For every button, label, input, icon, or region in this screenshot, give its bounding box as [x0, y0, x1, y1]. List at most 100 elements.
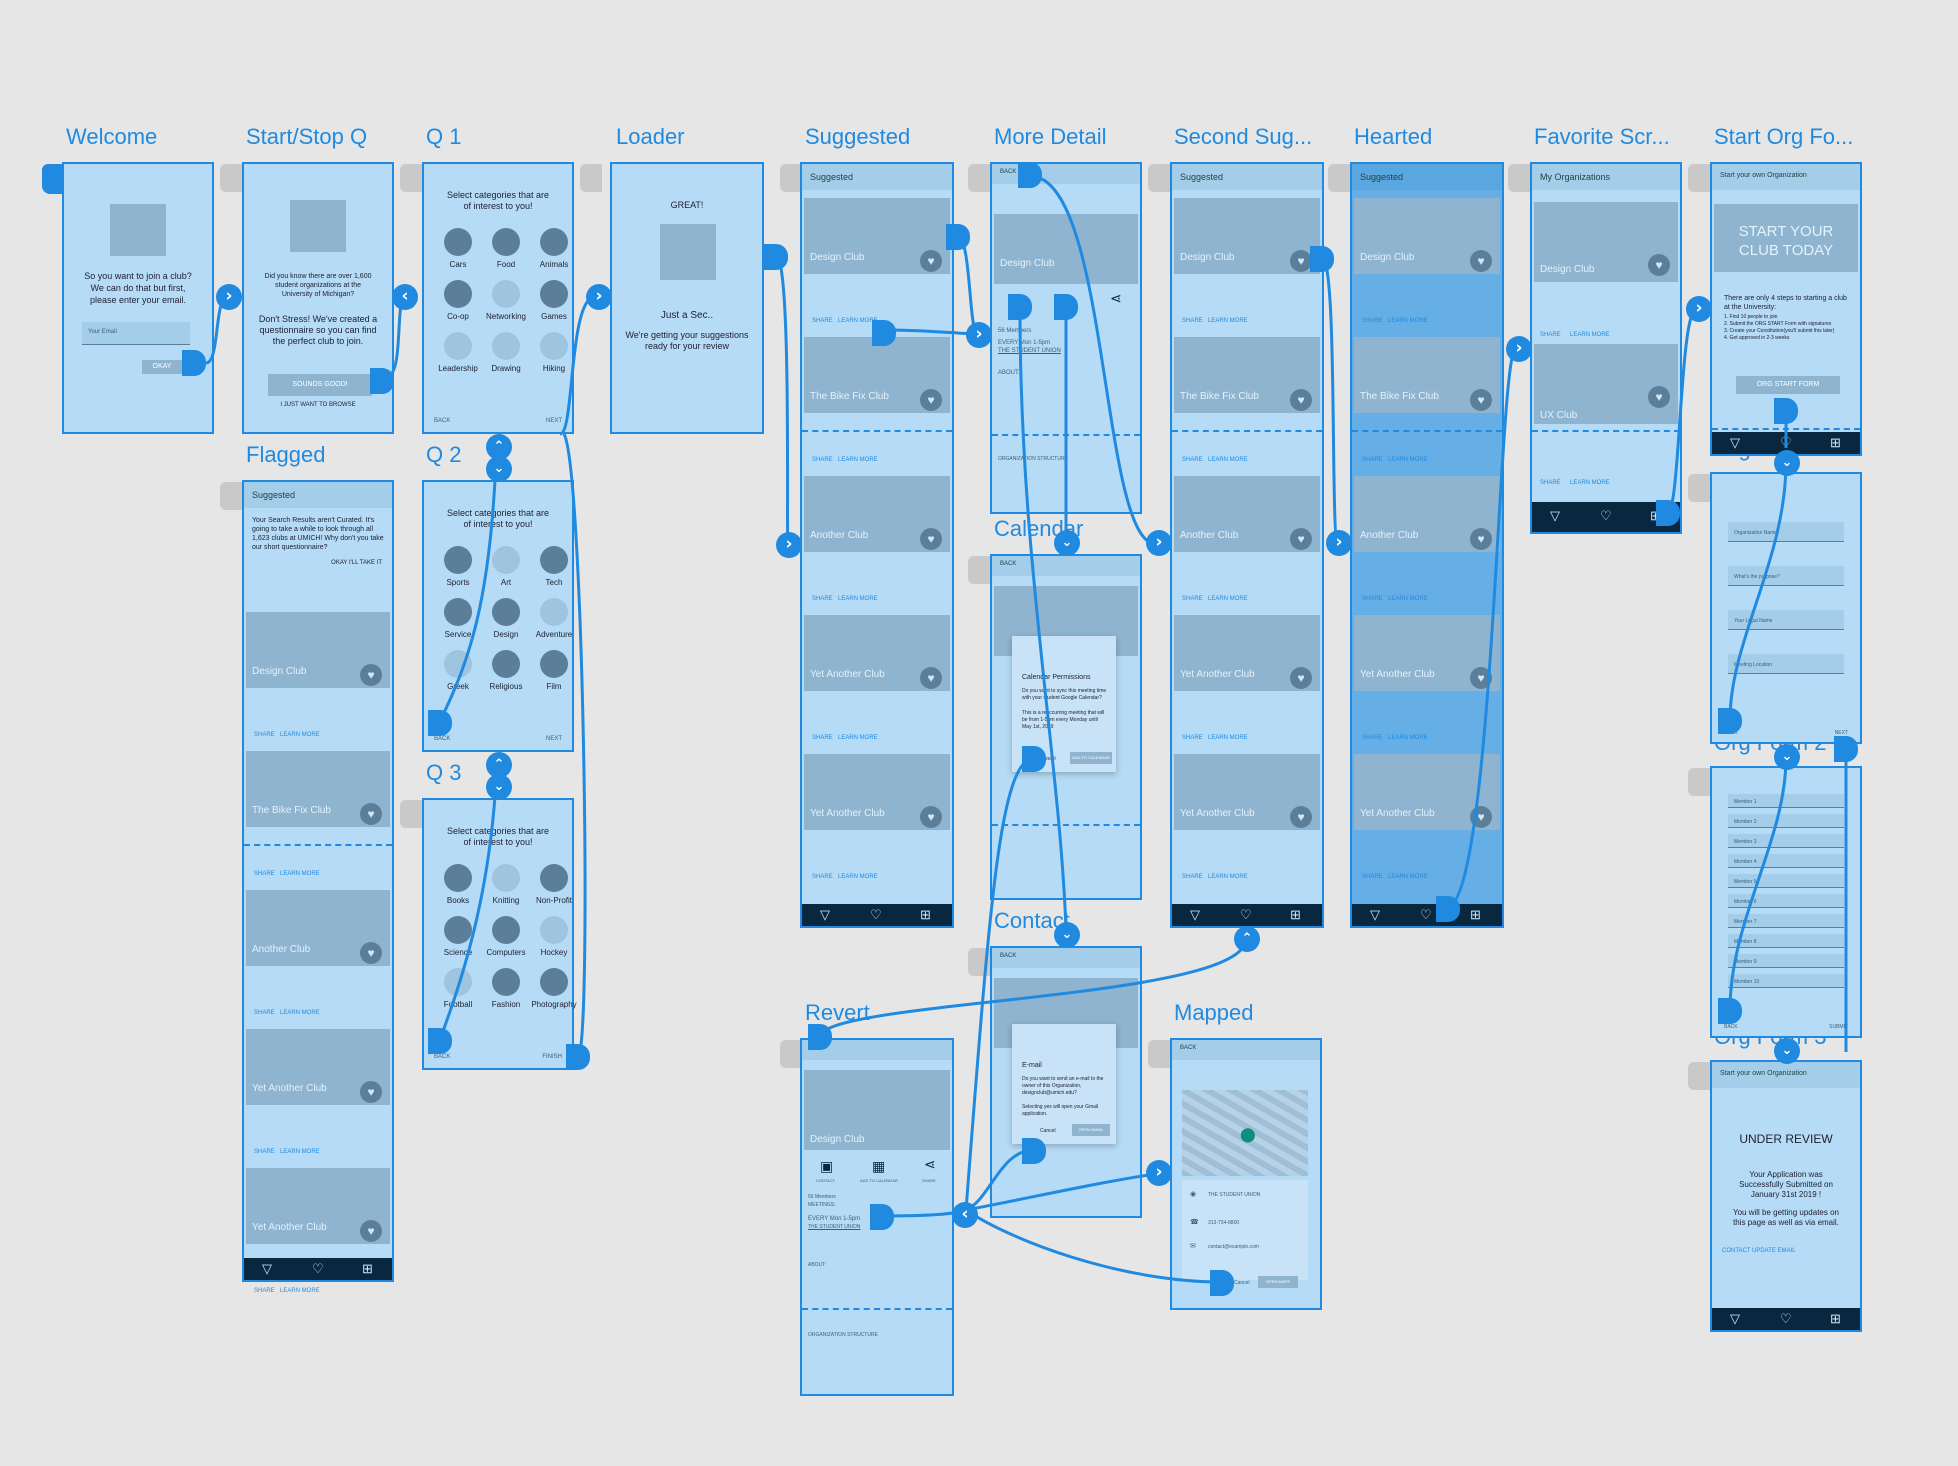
share-link[interactable]: SHARE — [254, 732, 275, 738]
open-gmail-button[interactable]: OPEN GMAIL — [1072, 1124, 1110, 1136]
heart-icon[interactable]: ♥ — [1290, 528, 1312, 550]
artboard-tab[interactable] — [968, 556, 990, 584]
learn-more-link[interactable]: LEARN MORE — [1388, 874, 1428, 880]
form-field[interactable]: Member 5 — [1728, 874, 1844, 888]
form-field[interactable]: Meeting Location — [1728, 654, 1844, 674]
learn-more-link[interactable]: LEARN MORE — [838, 735, 878, 741]
category-check-icon[interactable] — [444, 332, 472, 360]
form-field[interactable]: Member 10 — [1728, 974, 1844, 988]
back-bar[interactable]: BACK — [1172, 1040, 1320, 1060]
share-link[interactable]: SHARE — [1362, 457, 1383, 463]
learn-more-link[interactable]: LEARN MORE — [280, 1288, 320, 1294]
learn-more-link[interactable]: LEARN MORE — [1208, 874, 1248, 880]
heart-icon[interactable]: ♥ — [1648, 386, 1670, 408]
share-link[interactable]: SHARE — [1540, 332, 1561, 338]
favorites-icon[interactable]: ♡ — [1600, 508, 1612, 523]
chevron-down-icon[interactable]: ⌄ — [1054, 922, 1080, 948]
share-link[interactable]: SHARE — [1182, 874, 1203, 880]
heart-icon[interactable]: ♥ — [1648, 254, 1670, 276]
next-button[interactable]: NEXT — [545, 736, 562, 742]
chevron-right-icon[interactable]: › — [1146, 530, 1172, 556]
form-field[interactable]: Member 4 — [1728, 854, 1844, 868]
artboard-title-q2[interactable]: Q 2 — [426, 442, 462, 467]
browse-link[interactable]: I JUST WANT TO BROWSE — [280, 402, 356, 408]
heart-icon[interactable]: ♥ — [360, 803, 382, 825]
learn-more-link[interactable]: LEARN MORE — [1208, 596, 1248, 602]
heart-icon[interactable]: ♥ — [360, 1220, 382, 1242]
share-link[interactable]: SHARE — [1182, 735, 1203, 741]
share-link[interactable]: SHARE — [1182, 318, 1203, 324]
learn-more-link[interactable]: LEARN MORE — [1208, 457, 1248, 463]
favorites-icon[interactable]: ♡ — [870, 907, 882, 922]
chevron-up-icon[interactable]: ⌃ — [486, 752, 512, 778]
chevron-right-icon[interactable]: › — [776, 532, 802, 558]
link-hotspot[interactable] — [1656, 500, 1680, 526]
learn-more-link[interactable]: LEARN MORE — [1388, 457, 1428, 463]
chevron-left-icon[interactable]: ‹ — [952, 1202, 978, 1228]
link-hotspot[interactable] — [566, 1044, 590, 1070]
sounds-good-button[interactable]: SOUNDS GOOD! — [268, 374, 372, 396]
share-link[interactable]: SHARE — [254, 1149, 275, 1155]
chevron-down-icon[interactable]: ⌄ — [486, 456, 512, 482]
link-hotspot[interactable] — [1774, 398, 1798, 424]
category-check-icon[interactable] — [444, 546, 472, 574]
back-button[interactable]: BACK — [434, 418, 451, 424]
share-link[interactable]: SHARE — [812, 318, 833, 324]
back-label[interactable]: BACK — [1000, 169, 1017, 175]
artboard-tab[interactable] — [42, 164, 62, 194]
learn-more-link[interactable]: LEARN MORE — [1388, 318, 1428, 324]
back-bar[interactable]: BACK — [992, 556, 1140, 576]
artboard-tab[interactable] — [1688, 1062, 1710, 1090]
heart-icon[interactable]: ♥ — [360, 1081, 382, 1103]
learn-more-link[interactable]: LEARN MORE — [1208, 318, 1248, 324]
phone-number[interactable]: 313-734-8800 — [1208, 1220, 1240, 1226]
learn-more-link[interactable]: LEARN MORE — [280, 732, 320, 738]
okay-button[interactable]: OKAY — [142, 360, 182, 374]
form-field[interactable]: Your Legal Name — [1728, 610, 1844, 630]
heart-icon[interactable]: ♥ — [920, 250, 942, 272]
filter-icon[interactable]: ▽ — [1370, 907, 1380, 922]
artboard-title-hearted[interactable]: Hearted — [1354, 124, 1433, 149]
link-hotspot[interactable] — [1436, 896, 1460, 922]
chevron-down-icon[interactable]: ⌄ — [1774, 1038, 1800, 1064]
chevron-down-icon[interactable]: ⌄ — [1774, 744, 1800, 770]
screen-more-detail[interactable]: BACK Design Club ▣ ▦ ⋖ 56 Members EVERY … — [990, 162, 1142, 514]
artboard-tab[interactable] — [968, 948, 990, 976]
link-hotspot[interactable] — [808, 1024, 832, 1050]
artboard-tab[interactable] — [1328, 164, 1350, 192]
learn-more-link[interactable]: LEARN MORE — [280, 1010, 320, 1016]
category-check-icon[interactable] — [492, 598, 520, 626]
learn-more-link[interactable]: LEARN MORE — [280, 871, 320, 877]
screen-loader[interactable]: GREAT! Just a Sec.. We're getting your s… — [610, 162, 764, 434]
heart-icon[interactable]: ♥ — [1290, 667, 1312, 689]
link-hotspot[interactable] — [1310, 246, 1334, 272]
learn-more-link[interactable]: LEARN MORE — [838, 318, 878, 324]
category-check-icon[interactable] — [444, 916, 472, 944]
category-check-icon[interactable] — [540, 864, 568, 892]
link-hotspot[interactable] — [1022, 1138, 1046, 1164]
open-maps-button[interactable]: OPEN MAPS — [1258, 1276, 1298, 1288]
contact-icon[interactable]: ▣ — [820, 1158, 834, 1174]
artboard-title-q1[interactable]: Q 1 — [426, 124, 462, 149]
link-hotspot[interactable] — [1718, 998, 1742, 1024]
category-check-icon[interactable] — [492, 546, 520, 574]
back-bar[interactable]: BACK — [992, 948, 1140, 968]
form-field[interactable]: What's the purpose? — [1728, 566, 1844, 586]
artboard-tab[interactable] — [968, 164, 990, 192]
heart-icon[interactable]: ♥ — [920, 528, 942, 550]
contact-link[interactable]: CONTACT — [1722, 1248, 1751, 1254]
link-hotspot[interactable] — [1054, 294, 1078, 320]
email-field[interactable]: Your Email — [82, 322, 190, 345]
filter-icon[interactable]: ▽ — [1730, 1311, 1740, 1326]
heart-icon[interactable]: ♥ — [360, 664, 382, 686]
category-check-icon[interactable] — [492, 968, 520, 996]
heart-icon[interactable]: ♥ — [1470, 528, 1492, 550]
heart-icon[interactable]: ♥ — [920, 667, 942, 689]
chevron-right-icon[interactable]: › — [1146, 1160, 1172, 1186]
screen-contact[interactable]: BACK E-mail Do you want to send an e-mai… — [990, 946, 1142, 1218]
artboard-title-start-org[interactable]: Start Org Fo... — [1714, 124, 1854, 149]
link-hotspot[interactable] — [1022, 746, 1046, 772]
